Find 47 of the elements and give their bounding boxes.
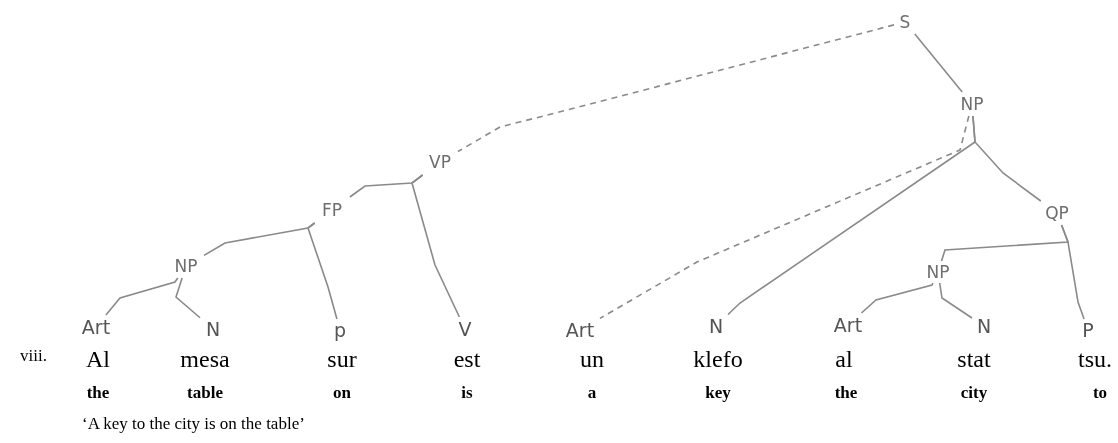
- gloss-text: the: [834, 383, 858, 403]
- word-text: est: [453, 346, 481, 373]
- tree-branch: [457, 24, 895, 153]
- category-label: V: [453, 317, 477, 341]
- word-text: un: [580, 346, 604, 373]
- word-text: stat: [957, 346, 991, 373]
- translation-text: ‘A key to the city is on the table’: [82, 414, 305, 434]
- word-text: klefo: [693, 346, 743, 373]
- gloss-text: key: [705, 383, 731, 403]
- phrase-label: FP: [313, 197, 351, 223]
- gloss-text: the: [86, 383, 110, 403]
- tree-branch: [1060, 224, 1085, 320]
- tree-branch: [599, 115, 970, 320]
- word-text: al: [835, 346, 853, 373]
- phrase-label: NP: [921, 261, 955, 283]
- word-text: sur: [327, 346, 357, 373]
- category-label: Art: [560, 318, 600, 342]
- category-label: N: [972, 314, 996, 338]
- tree-branch: [860, 282, 934, 314]
- tree-branch: [105, 277, 179, 316]
- gloss-text: city: [960, 383, 988, 403]
- category-label: P: [1078, 319, 1098, 341]
- category-label: Art: [828, 313, 868, 337]
- phrase-label: VP: [422, 149, 458, 175]
- phrase-label: S: [894, 10, 916, 34]
- tree-branch: [307, 222, 338, 320]
- phrase-label: NP: [168, 254, 204, 278]
- category-label: Art: [76, 315, 116, 339]
- category-label: N: [200, 317, 226, 341]
- tree-branch: [175, 277, 201, 319]
- example-number: viii.: [20, 346, 47, 366]
- tree-branch: [938, 282, 973, 319]
- gloss-text: is: [461, 383, 473, 403]
- tree-branch: [411, 174, 461, 318]
- gloss-text: a: [587, 383, 597, 403]
- gloss-text: on: [333, 383, 351, 403]
- word-text: Al: [86, 346, 110, 373]
- category-label: p: [330, 319, 350, 341]
- tree-branch: [914, 33, 963, 93]
- gloss-text: table: [187, 383, 223, 403]
- category-label: N: [704, 314, 728, 338]
- phrase-label: QP: [1039, 201, 1075, 225]
- phrase-label: NP: [954, 92, 990, 116]
- word-text: tsu.: [1078, 346, 1112, 373]
- tree-branch: [972, 115, 1042, 202]
- gloss-text: to: [1092, 383, 1108, 403]
- word-text: mesa: [180, 346, 230, 373]
